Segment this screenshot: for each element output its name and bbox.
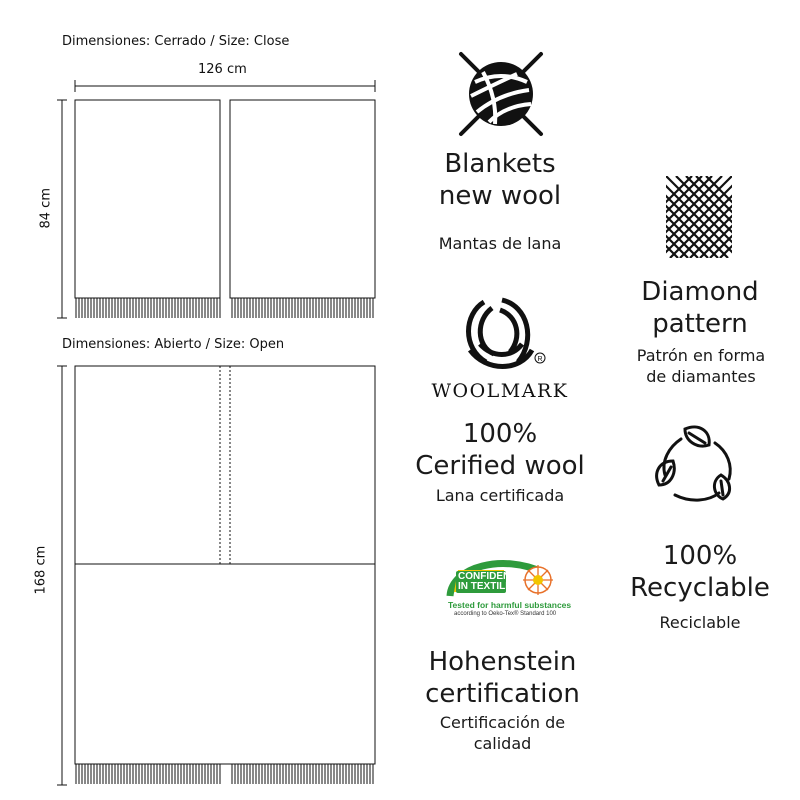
hohenstein-title-line1: Hohenstein (428, 647, 577, 677)
oeko-logo-line2: IN TEXTILES (458, 581, 519, 592)
woolmark-title-line1: 100% (462, 419, 538, 449)
wool-title-line2: new wool (438, 181, 562, 211)
closed-width-dimension (74, 80, 376, 92)
knitting-yarn-icon (455, 48, 547, 140)
hohenstein-subtitle-line2: calidad (473, 734, 532, 753)
oeko-tex-logo-icon: CONFIDENCE IN TEXTILES Tested for harmfu… (444, 556, 571, 622)
oeko-logo-line3: Tested for harmful substances (448, 600, 572, 610)
woolmark-subtitle: Lana certificada (435, 486, 565, 505)
closed-width-label: 126 cm (198, 62, 247, 77)
wool-title: Blankets new wool (400, 148, 600, 212)
svg-text:R: R (537, 356, 542, 363)
open-fringe (75, 764, 374, 784)
oeko-logo-text: CONFIDENCE IN TEXTILES (458, 572, 524, 592)
woolmark-logo-icon: R (456, 292, 548, 374)
closed-height-dimension (57, 99, 67, 319)
woolmark-title-line2: Cerified wool (415, 451, 585, 481)
wool-title-line1: Blankets (444, 149, 556, 179)
hohenstein-title: Hohenstein certification (400, 646, 605, 710)
closed-blanket (74, 99, 376, 299)
open-height-dimension (57, 365, 67, 786)
diamond-subtitle-line2: de diamantes (646, 367, 756, 386)
oeko-logo-line1: CONFIDENCE (458, 571, 525, 582)
recycle-title-line1: 100% (662, 541, 738, 571)
open-height-label: 168 cm (33, 545, 49, 595)
diamond-title: Diamond pattern (600, 276, 800, 340)
closed-size-title: Dimensiones: Cerrado / Size: Close (62, 34, 290, 49)
hohenstein-subtitle-line1: Certificación de (439, 713, 566, 732)
hohenstein-title-line2: certification (425, 679, 580, 709)
oeko-logo-line4: according to Oeko-Tex® Standard 100 (454, 611, 557, 617)
closed-fringe (75, 298, 374, 318)
recycle-title-line2: Recyclable (630, 573, 770, 603)
diamond-title-line2: pattern (652, 309, 748, 339)
wool-subtitle: Mantas de lana (438, 234, 562, 253)
recycle-subtitle: Reciclable (659, 613, 741, 632)
closed-height-label: 84 cm (38, 188, 54, 229)
recycle-leaves-icon (653, 423, 743, 507)
open-blanket (74, 365, 376, 765)
woolmark-logo-text: WOOLMARK (431, 380, 569, 402)
recycle-title: 100% Recyclable (600, 540, 800, 604)
diamond-title-line1: Diamond (641, 277, 759, 307)
diamond-subtitle: Patrón en forma de diamantes (596, 345, 800, 387)
hohenstein-subtitle: Certificación de calidad (400, 712, 605, 754)
woolmark-title: 100% Cerified wool (400, 418, 600, 482)
open-size-title: Dimensiones: Abierto / Size: Open (62, 337, 285, 352)
diamond-pattern-icon (666, 176, 732, 258)
diamond-subtitle-line1: Patrón en forma (636, 346, 766, 365)
